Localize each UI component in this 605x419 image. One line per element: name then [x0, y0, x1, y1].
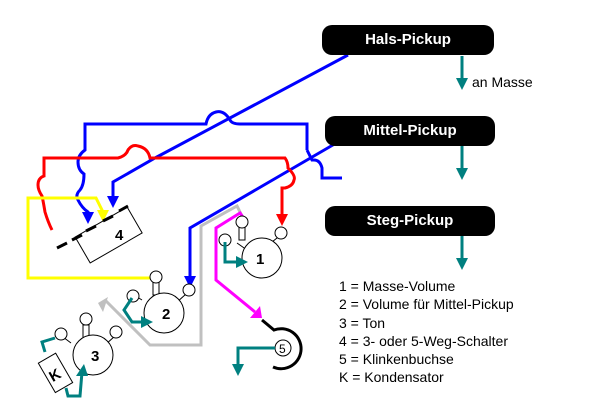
wire-hals-blue [111, 53, 349, 200]
legend-item: 3 = Ton [339, 314, 386, 331]
ground-arrow-pot3 [76, 364, 88, 376]
arrow-yellow-switch [97, 210, 109, 222]
legend: 1 = Masse-Volume 2 = Volume für Mittel-P… [339, 277, 514, 387]
arrow-red-pot1 [276, 214, 288, 226]
capacitor [37, 352, 74, 394]
pot-3 [54, 312, 123, 376]
pickup-mittel: Mittel-Pickup [325, 116, 495, 146]
wire-red [36, 144, 296, 231]
pickup-steg: Steg-Pickup [325, 206, 495, 236]
arrow-blue-pot2 [184, 276, 196, 288]
arrow-blue-switch-2 [82, 212, 94, 224]
arrow-magenta-jack [250, 306, 262, 318]
ground-arrow-hals [456, 56, 468, 90]
jack-5 [261, 318, 303, 371]
arrow-blue-switch-1 [107, 196, 119, 208]
legend-item: 2 = Volume für Mittel-Pickup [339, 296, 514, 313]
legend-item: 4 = 3- oder 5-Weg-Schalter [339, 332, 508, 349]
ground-arrow-pot1 [223, 242, 248, 268]
wire-yellow [26, 196, 155, 280]
ground-arrow-mittel [456, 146, 468, 180]
ground-note: an Masse [472, 74, 533, 90]
pot2-label: 2 [162, 306, 170, 323]
legend-item: 5 = Klinkenbuchse [339, 351, 454, 368]
wire-gray [103, 203, 244, 347]
wire-magenta [214, 210, 256, 314]
ground-wire-pot3 [40, 336, 84, 398]
legend-item: 1 = Masse-Volume [339, 278, 456, 294]
switch-label: 4 [115, 227, 124, 244]
legend-item: K = Kondensator [339, 369, 444, 386]
pot-2 [126, 270, 196, 334]
switch-terminals [56, 204, 129, 250]
ground-arrow-steg [456, 236, 468, 270]
pot3-label: 3 [91, 348, 99, 365]
pot-1 [218, 215, 288, 279]
pot1-label: 1 [256, 251, 264, 268]
pickup-hals: Hals-Pickup [322, 25, 494, 55]
ground-arrow-pot2 [122, 297, 153, 328]
jack-label: 5 [279, 342, 286, 356]
ground-arrow-jack [232, 346, 275, 376]
arrow-gray-pot3 [98, 297, 108, 312]
switch-4 [74, 206, 143, 264]
wire-steg-blue [305, 149, 342, 180]
